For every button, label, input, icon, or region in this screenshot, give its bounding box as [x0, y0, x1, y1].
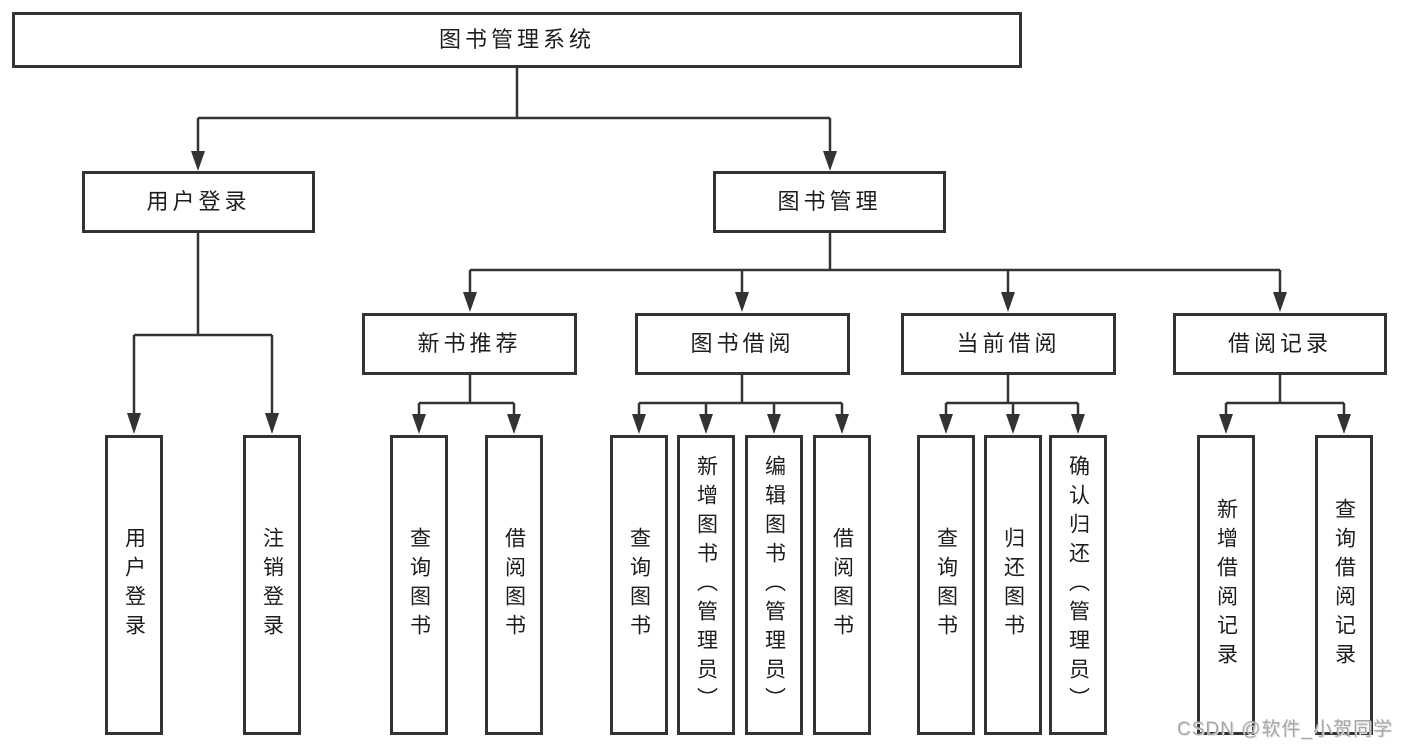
- node-nbr-borrow-book: 借阅图书: [485, 435, 543, 735]
- node-current-borrow-label: 当前借阅: [956, 331, 1061, 356]
- node-bb-borrow-book-label: 借阅图书: [830, 527, 854, 643]
- node-nbr-query-book: 查询图书: [390, 435, 448, 735]
- node-leaf-logout: 注销登录: [243, 435, 301, 735]
- node-bb-add-book: 新增图书（管理员）: [677, 435, 735, 735]
- node-bb-add-book-label: 新增图书（管理员）: [694, 454, 718, 716]
- node-book-management: 图书管理: [713, 171, 946, 233]
- node-nbr-query-book-label: 查询图书: [407, 527, 431, 643]
- node-br-add-record: 新增借阅记录: [1197, 435, 1255, 735]
- node-book-borrow-label: 图书借阅: [690, 331, 795, 356]
- node-root-label: 图书管理系统: [438, 27, 595, 52]
- node-leaf-user-login: 用户登录: [105, 435, 163, 735]
- node-new-book-recommend-label: 新书推荐: [417, 331, 522, 356]
- node-bb-edit-book: 编辑图书（管理员）: [745, 435, 803, 735]
- csdn-watermark: CSDN @软件_小贺同学: [1177, 719, 1393, 740]
- node-bb-query-book: 查询图书: [610, 435, 668, 735]
- node-borrow-records: 借阅记录: [1173, 313, 1387, 375]
- node-nbr-borrow-book-label: 借阅图书: [502, 527, 526, 643]
- node-cb-confirm-return: 确认归还（管理员）: [1049, 435, 1107, 735]
- node-current-borrow: 当前借阅: [901, 313, 1116, 375]
- node-cb-confirm-return-label: 确认归还（管理员）: [1066, 454, 1090, 716]
- node-user-login-label: 用户登录: [146, 189, 251, 214]
- node-new-book-recommend: 新书推荐: [362, 313, 577, 375]
- node-root: 图书管理系统: [12, 12, 1022, 68]
- node-br-add-record-label: 新增借阅记录: [1214, 498, 1238, 672]
- node-br-query-record-label: 查询借阅记录: [1332, 498, 1356, 672]
- node-cb-return-book: 归还图书: [984, 435, 1042, 735]
- node-book-management-label: 图书管理: [777, 189, 882, 214]
- node-bb-borrow-book: 借阅图书: [813, 435, 871, 735]
- node-book-borrow: 图书借阅: [635, 313, 850, 375]
- node-borrow-records-label: 借阅记录: [1227, 331, 1332, 356]
- node-br-query-record: 查询借阅记录: [1315, 435, 1373, 735]
- node-bb-edit-book-label: 编辑图书（管理员）: [762, 454, 786, 716]
- node-cb-query-book-label: 查询图书: [934, 527, 958, 643]
- node-bb-query-book-label: 查询图书: [627, 527, 651, 643]
- node-leaf-user-login-label: 用户登录: [122, 527, 146, 643]
- node-cb-query-book: 查询图书: [917, 435, 975, 735]
- node-leaf-logout-label: 注销登录: [260, 527, 284, 643]
- node-cb-return-book-label: 归还图书: [1001, 527, 1025, 643]
- node-user-login: 用户登录: [82, 171, 315, 233]
